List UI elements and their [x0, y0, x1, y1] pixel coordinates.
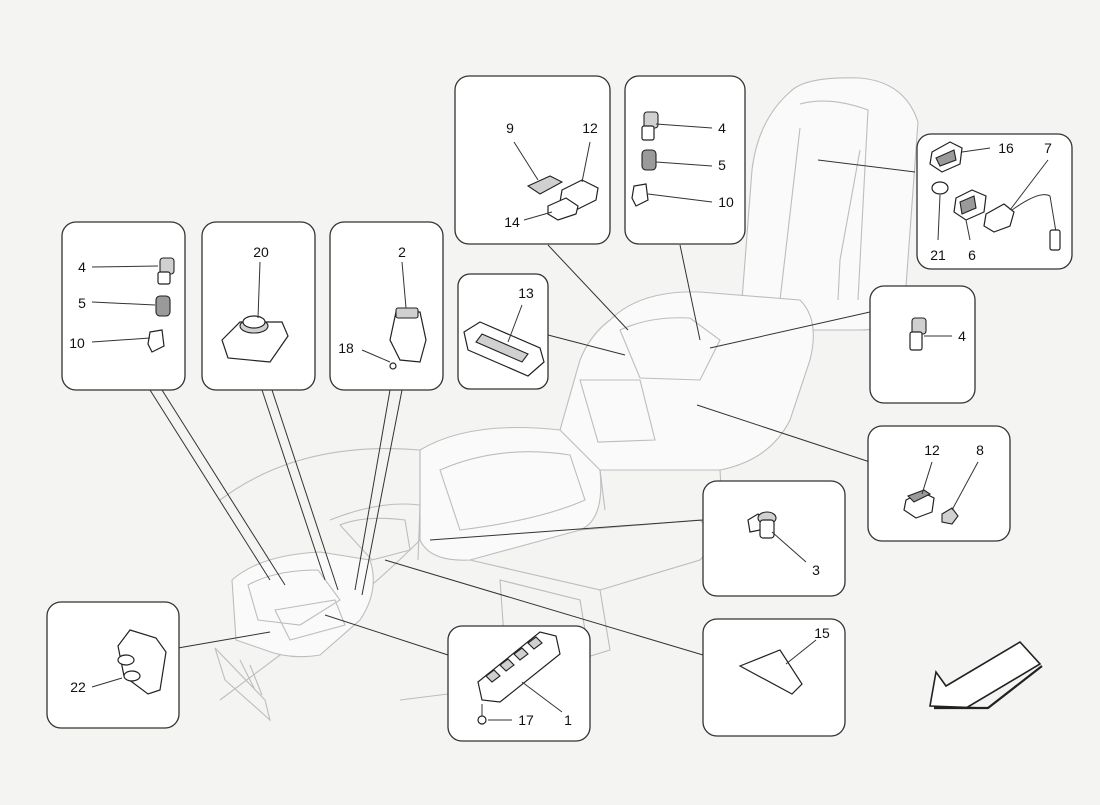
- callout-2: 2: [398, 244, 406, 260]
- callout-4: 4: [958, 328, 966, 344]
- part-8-clip: [941, 507, 959, 525]
- leader-lines: [149, 159, 916, 656]
- part-20-controller: [221, 321, 289, 363]
- part-5-bulb: [641, 149, 657, 171]
- callout-10: 10: [718, 194, 734, 210]
- callout-14: 14: [504, 214, 520, 230]
- part-15-mat: [738, 649, 803, 695]
- callout-13: 13: [518, 285, 534, 301]
- detail-box-controller-knob: 20: [201, 221, 316, 391]
- callout-3: 3: [812, 562, 820, 578]
- part-21-cap: [931, 181, 949, 195]
- callout-9: 9: [506, 120, 514, 136]
- detail-box-sockets-rear: 16 7 21 6: [916, 133, 1073, 270]
- part-7-socket-harness: [983, 203, 1015, 233]
- detail-box-connector-clip: 12 8: [867, 425, 1011, 542]
- callout-1: 1: [564, 712, 572, 728]
- callout-8: 8: [976, 442, 984, 458]
- front-direction-arrow-icon: [929, 640, 1043, 710]
- callout-22: 22: [70, 679, 86, 695]
- callout-5: 5: [78, 295, 86, 311]
- part-10-socket: [631, 183, 649, 207]
- part-17-screw: [477, 715, 487, 725]
- callout-12: 12: [924, 442, 940, 458]
- detail-box-switch-unit: 2 18: [329, 221, 444, 391]
- part-9-clip: [526, 175, 564, 195]
- part-5-bulb: [155, 295, 171, 317]
- detail-box-lighter: 3: [702, 480, 846, 597]
- detail-box-mat: 15: [702, 618, 846, 737]
- part-10-socket: [147, 329, 165, 353]
- part-14-connector: [547, 197, 579, 221]
- detail-box-switches-left: 4 5 10: [61, 221, 186, 391]
- detail-box-switches-upper: 4 5 10: [624, 75, 746, 245]
- callout-21: 21: [930, 247, 946, 263]
- callout-20: 20: [253, 244, 269, 260]
- detail-box-switch-right: 4: [869, 285, 976, 404]
- detail-box-switch-block: 17 1: [447, 625, 591, 742]
- part-18-screw: [389, 362, 397, 370]
- callout-6: 6: [968, 247, 976, 263]
- callout-4: 4: [78, 259, 86, 275]
- callout-5: 5: [718, 157, 726, 173]
- part-1-switch-block: [477, 631, 561, 703]
- callout-15: 15: [814, 625, 830, 641]
- detail-box-usb-module: 22: [46, 601, 180, 729]
- callout-12: 12: [582, 120, 598, 136]
- part-2-switch-unit: [389, 311, 427, 363]
- callout-16: 16: [998, 140, 1014, 156]
- callout-17: 17: [518, 712, 534, 728]
- detail-box-connectors: 9 12 14: [454, 75, 611, 245]
- callout-10: 10: [69, 335, 85, 351]
- callout-4: 4: [718, 120, 726, 136]
- detail-box-switch-panel: 13: [457, 273, 549, 390]
- callout-18: 18: [338, 340, 354, 356]
- callout-7: 7: [1044, 140, 1052, 156]
